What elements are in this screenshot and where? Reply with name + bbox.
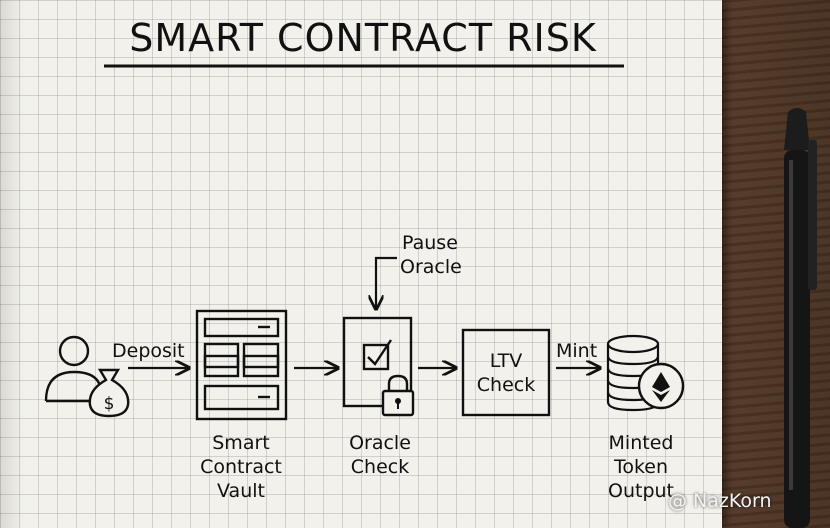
svg-text:Output: Output [608,480,674,502]
grid-notebook-page [0,0,722,528]
user-icon [44,335,102,403]
money-bag-icon: $ [88,368,130,418]
svg-text:Pause: Pause [402,232,458,254]
svg-text:Contract: Contract [200,456,282,478]
edge-label-mint: Mint [556,340,597,362]
svg-text:$: $ [104,394,115,414]
ltv-label: LTV Check [477,350,535,396]
svg-text:Minted: Minted [609,432,674,454]
svg-text:Check: Check [477,374,535,396]
edge-label-deposit: Deposit [112,340,185,362]
svg-text:Oracle: Oracle [400,256,462,278]
svg-text:Check: Check [351,456,409,478]
pen-icon [784,108,817,528]
pause-oracle-label: Pause Oracle [400,232,462,278]
oracle-label: Oracle Check [349,432,411,478]
svg-text:Oracle: Oracle [349,432,411,454]
output-label: Minted Token Output [608,432,674,502]
svg-text:Vault: Vault [217,480,265,502]
padlock-icon [381,374,415,417]
ltv-node [461,328,551,417]
ethereum-icon [637,362,685,410]
page-title: SMART CONTRACT RISK [129,16,597,60]
watermark: @ NazKorn [668,490,772,512]
oracle-node [342,316,413,408]
svg-text:LTV: LTV [490,350,523,372]
checkbox-icon [362,339,392,371]
svg-text:Smart: Smart [212,432,269,454]
vault-label: Smart Contract Vault [200,432,282,502]
svg-text:Token: Token [613,456,668,478]
arrow-pause-oracle [376,256,397,309]
vault-node [195,309,288,421]
watermark-text: @ NazKorn [668,490,772,512]
notebook-spine [0,0,24,528]
